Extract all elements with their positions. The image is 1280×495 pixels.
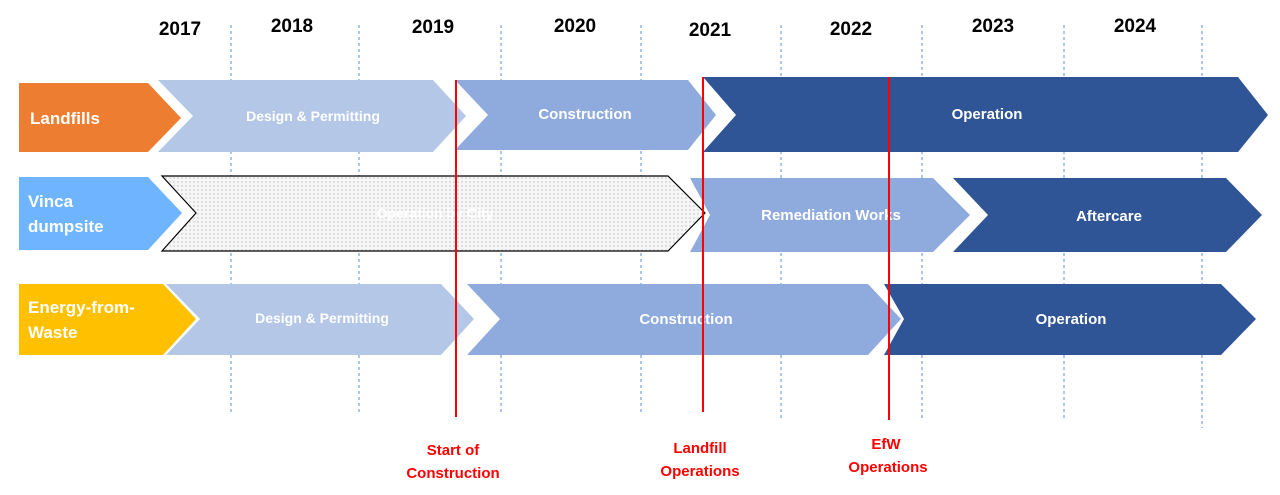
- row-label-box: [19, 177, 182, 250]
- row-label-box: [19, 83, 181, 152]
- phase-label: Operation: [1036, 311, 1107, 328]
- phase-label: Aftercare: [1076, 208, 1142, 225]
- phase-operation-arrow: [884, 284, 1256, 355]
- row-vinca-dumpsite: Vinca dumpsite Operation by City Remedia…: [19, 175, 1262, 252]
- year-label: 2022: [830, 19, 872, 40]
- milestone-label: Construction: [406, 465, 499, 482]
- phase-construction-arrow: [467, 284, 901, 355]
- year-label: 2024: [1114, 16, 1157, 37]
- phase-label: Remediation Works: [761, 207, 901, 224]
- year-label: 2020: [554, 16, 596, 37]
- milestone-labels: Start of Construction Landfill Operation…: [406, 436, 927, 482]
- year-label: 2018: [271, 16, 313, 37]
- milestone-lines: [455, 77, 890, 420]
- phase-label: Operation by City: [377, 205, 494, 221]
- phase-remediation-works-arrow: [690, 178, 970, 252]
- phase-design-permitting-arrow: [158, 80, 466, 152]
- milestone-label: Operations: [660, 463, 739, 480]
- phase-operation-by-city-arrow: [160, 175, 706, 252]
- milestone-label: Landfill: [673, 440, 726, 457]
- phase-label: Operation: [952, 106, 1023, 123]
- row-label: Vinca: [28, 192, 74, 211]
- phase-label: Design & Permitting: [255, 310, 389, 326]
- phase-design-permitting-arrow: [166, 284, 474, 355]
- phase-label: Construction: [639, 311, 732, 328]
- year-headers: 2017 2018 2019 2020 2021 2022 2023 2024: [159, 16, 1157, 41]
- phase-label: Construction: [538, 106, 631, 123]
- phase-operation-arrow: [703, 77, 1268, 152]
- year-label: 2019: [412, 17, 454, 38]
- phase-construction-arrow: [455, 80, 716, 150]
- phase-aftercare-arrow: [953, 178, 1262, 252]
- year-label: 2023: [972, 16, 1014, 37]
- year-label: 2017: [159, 19, 201, 40]
- row-label-box: [19, 284, 196, 355]
- row-landfills: Landfills Design & Permitting Constructi…: [19, 77, 1268, 152]
- row-label: dumpsite: [28, 217, 104, 236]
- phase-label: Design & Permitting: [246, 108, 380, 124]
- row-label: Waste: [28, 323, 77, 342]
- row-energy-from-waste: Energy-from- Waste Design & Permitting C…: [19, 284, 1256, 355]
- milestone-label: Operations: [848, 459, 927, 476]
- milestone-label: Start of: [427, 442, 481, 459]
- milestone-label: EfW: [871, 436, 901, 453]
- year-label: 2021: [689, 20, 732, 41]
- row-label: Landfills: [30, 109, 100, 128]
- row-label: Energy-from-: [28, 298, 135, 317]
